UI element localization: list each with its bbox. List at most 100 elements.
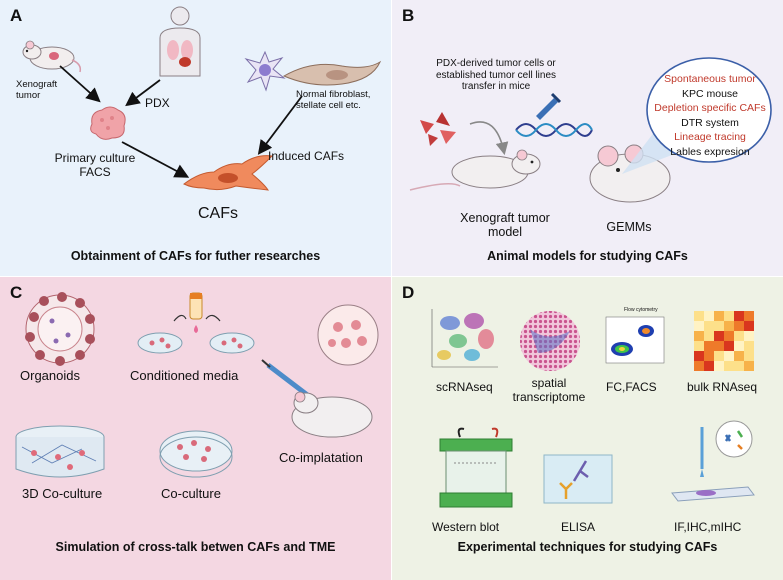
heatmap-cell [704, 361, 714, 371]
heatmap-cell [734, 321, 744, 331]
immunofluorescence-icon [671, 420, 755, 502]
panel-c: C Organoids Conditioned media Co-imp [0, 277, 391, 580]
heatmap-cell [704, 331, 714, 341]
heatmap-cell [734, 361, 744, 371]
callout-circle [622, 57, 772, 174]
gemms-label: GEMMs [606, 220, 652, 234]
heatmap-cell [694, 311, 704, 321]
induced-cafs-label: Induced CAFs [268, 149, 345, 163]
heatmap-cell [714, 321, 724, 331]
heatmap-cell [734, 311, 744, 321]
western-blot-label: Western blot [432, 520, 500, 534]
panel-d: D scRNAseq spatial transcriptome Flow cy… [392, 277, 783, 580]
heatmap-cell [714, 361, 724, 371]
facs-label: FACS [79, 165, 111, 179]
coculture-3d-icon [15, 425, 105, 478]
heatmap-cell [704, 311, 714, 321]
heatmap-cell [694, 361, 704, 371]
conditioned-media-icon [137, 292, 255, 354]
cafs-label: CAFs [198, 205, 238, 222]
flow-cytometry-title: Flow cytometry [624, 307, 658, 313]
heatmap-cell [734, 331, 744, 341]
mouse-icon [22, 40, 82, 73]
heatmap-cell [744, 351, 754, 361]
xenograft-model-label: Xenograft tumor model [460, 211, 550, 240]
pdx-transfer-text: PDX-derived tumor cells or established t… [435, 58, 557, 92]
tumor-cells-icon [420, 112, 456, 146]
gemm-feature-list: Spontaneous tumor KPC mouse Depletion sp… [654, 72, 766, 159]
panel-letter: D [402, 283, 415, 302]
heatmap-cell [744, 341, 754, 351]
heatmap-cell [694, 341, 704, 351]
flow-cytometry-icon [605, 316, 665, 364]
coculture-3d-label: 3D Co-culture [22, 486, 103, 501]
pipette-icon [536, 92, 562, 120]
pdx-label: PDX [145, 96, 170, 110]
fibroblast-icon [282, 60, 382, 86]
heatmap-cell [724, 361, 734, 371]
panel-letter: B [402, 6, 415, 25]
coculture-icon [159, 430, 233, 478]
heatmap-cell [714, 311, 724, 321]
spatial-label: spatial transcriptome [512, 376, 586, 404]
caf-cell-icon [183, 155, 274, 191]
heatmap-cell [724, 341, 734, 351]
panel-c-caption: Simulation of cross-talk betwen CAFs and… [55, 540, 336, 554]
xenograft-label: Xenograft tumor [16, 79, 58, 101]
panel-letter: C [10, 283, 23, 302]
list-item: Lables expresion [670, 145, 750, 158]
panel-b-caption: Animal models for studying CAFs [487, 249, 688, 263]
elisa-icon [543, 454, 613, 504]
normal-fibroblast-label: Normal fibroblast, stellate cell etc. [296, 89, 371, 111]
heatmap-cell [704, 351, 714, 361]
arrows-b [469, 121, 509, 156]
tumor-icon [90, 106, 126, 140]
heatmap-cell [714, 351, 724, 361]
elisa-label: ELISA [561, 520, 596, 534]
stellate-cell-icon [244, 50, 286, 92]
heatmap-cell [714, 341, 724, 351]
heatmap-cell [734, 351, 744, 361]
list-item: Depletion specific CAFs [654, 102, 766, 114]
fc-facs-label: FC,FACS [606, 380, 657, 394]
bulk-rnaseq-label: bulk RNAseq [687, 380, 758, 394]
heatmap-cell [724, 321, 734, 331]
panel-letter: A [10, 6, 23, 25]
dna-icon [515, 123, 593, 137]
tsne-plot-icon [431, 309, 498, 368]
co-implantation-label: Co-implatation [279, 450, 363, 465]
heatmap-cell [724, 331, 734, 341]
heatmap-cell [724, 351, 734, 361]
organoid-icon [25, 292, 95, 366]
heatmap-cell [704, 321, 714, 331]
conditioned-media-label: Conditioned media [130, 368, 239, 383]
panel-a: A Xenograft tumor PDX Normal fibroblast,… [0, 0, 391, 276]
list-item: Lineage tracing [674, 131, 746, 143]
co-implantation-icon [261, 304, 379, 438]
heatmap-cell [704, 341, 714, 351]
heatmap-cell [734, 341, 744, 351]
heatmap-cell [694, 331, 704, 341]
list-item: DTR system [681, 116, 739, 129]
panel-d-caption: Experimental techniques for studying CAF… [457, 540, 718, 554]
human-icon [159, 6, 201, 77]
heatmap-cell [714, 331, 724, 341]
organoids-label: Organoids [20, 368, 80, 383]
heatmap-cell [694, 321, 704, 331]
list-item: KPC mouse [681, 87, 739, 100]
heatmap-icon [694, 311, 754, 371]
scrnaseq-label: scRNAseq [436, 380, 493, 394]
list-item: Spontaneous tumor [664, 73, 756, 85]
heatmap-cell [744, 321, 754, 331]
coculture-label: Co-culture [161, 486, 221, 501]
heatmap-cell [724, 311, 734, 321]
spatial-transcriptome-icon [520, 311, 580, 371]
western-blot-icon [439, 427, 513, 508]
primary-culture-label: Primary culture [54, 151, 136, 165]
arrows-a [59, 65, 303, 178]
heatmap-cell [744, 331, 754, 341]
heatmap-cell [694, 351, 704, 361]
heatmap-cell [744, 361, 754, 371]
xenograft-mouse-icon [409, 149, 541, 191]
panel-a-caption: Obtainment of CAFs for futher researches [70, 249, 321, 263]
